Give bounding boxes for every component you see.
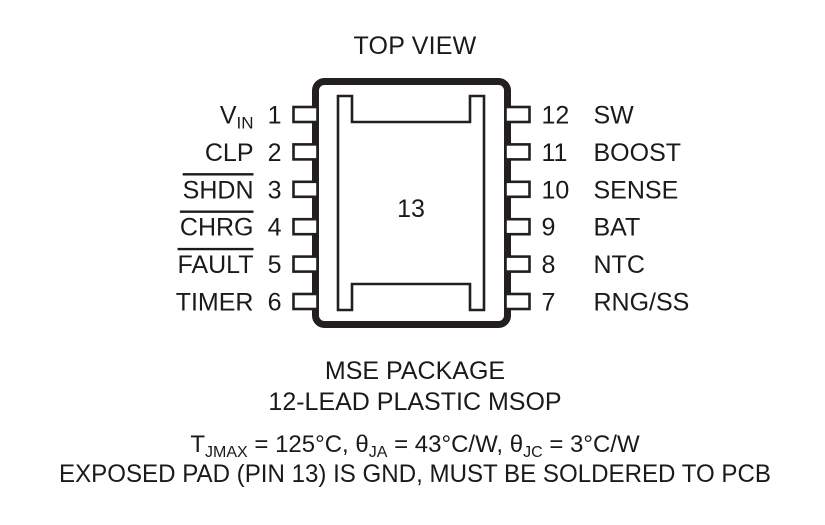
pin-label-9: BAT bbox=[594, 214, 641, 242]
pin-label-8: NTC bbox=[594, 251, 645, 279]
pin-lead-8 bbox=[504, 255, 531, 273]
pin-label-5: FAULT bbox=[178, 251, 254, 279]
pin-label-7: RNG/SS bbox=[594, 289, 690, 317]
pin-number-9: 9 bbox=[542, 214, 556, 242]
package-name: MSE PACKAGE bbox=[325, 357, 505, 385]
tjmax-value: = 125°C, bbox=[248, 431, 356, 458]
pin-number-10: 10 bbox=[542, 176, 570, 204]
figure-title: TOP VIEW bbox=[354, 32, 477, 60]
pin-lead-1 bbox=[292, 105, 319, 124]
pin-number-6: 6 bbox=[268, 289, 282, 317]
exposed-pad-number: 13 bbox=[397, 195, 425, 223]
pin-number-7: 7 bbox=[542, 289, 556, 317]
pin-label-10: SENSE bbox=[594, 176, 679, 204]
pin-lead-2 bbox=[292, 143, 319, 161]
pin-number-2: 2 bbox=[268, 139, 282, 167]
theta-jc-value: = 3°C/W bbox=[543, 431, 640, 458]
theta-ja-value: = 43°C/W, bbox=[387, 431, 509, 458]
pin-label-11: BOOST bbox=[594, 139, 682, 167]
pin-lead-6 bbox=[292, 292, 319, 311]
pin-lead-4 bbox=[292, 217, 319, 236]
pin-lead-12 bbox=[504, 105, 531, 124]
pin-lead-9 bbox=[504, 217, 531, 236]
pin-lead-3 bbox=[292, 180, 319, 199]
theta-ja-symbol: θ bbox=[355, 431, 368, 458]
pin-number-8: 8 bbox=[542, 251, 556, 279]
theta-jc-symbol: θ bbox=[510, 431, 523, 458]
pin-number-5: 5 bbox=[268, 251, 282, 279]
pin-label-3: SHDN bbox=[183, 176, 254, 204]
thermal-spec-line: TJMAX = 125°C, θJA = 43°C/W, θJC = 3°C/W bbox=[190, 431, 640, 461]
pin-label-6: TIMER bbox=[176, 289, 254, 317]
pin-label-2: CLP bbox=[205, 139, 254, 167]
theta-jc-subscript: JC bbox=[523, 444, 543, 461]
package-description: 12-LEAD PLASTIC MSOP bbox=[268, 388, 561, 416]
tjmax-subscript: JMAX bbox=[205, 444, 248, 461]
pin-number-4: 4 bbox=[268, 214, 282, 242]
pin-label-1: VIN bbox=[220, 102, 254, 133]
left-pins-group: 1 VIN 2 CLP 3 SHDN 4 CHRG 5 FAULT 6 TIMER bbox=[176, 102, 319, 317]
exposed-pad-outline bbox=[336, 94, 486, 312]
pin-lead-10 bbox=[504, 180, 531, 199]
theta-ja-subscript: JA bbox=[369, 444, 388, 461]
pin-lead-5 bbox=[292, 255, 319, 273]
tjmax-symbol: T bbox=[190, 431, 205, 458]
pin-number-3: 3 bbox=[268, 176, 282, 204]
pin-lead-7 bbox=[504, 292, 531, 311]
pin-number-11: 11 bbox=[542, 139, 568, 167]
pin-number-1: 1 bbox=[268, 102, 282, 130]
pin-label-12: SW bbox=[594, 102, 635, 130]
pin-number-12: 12 bbox=[542, 102, 570, 130]
exposed-pad-note: EXPOSED PAD (PIN 13) IS GND, MUST BE SOL… bbox=[59, 460, 771, 488]
pin-lead-11 bbox=[504, 143, 531, 161]
right-pins-group: 12 SW 11 BOOST 10 SENSE 9 BAT 8 NTC 7 RNG/SS bbox=[504, 102, 690, 317]
package-body-outline bbox=[312, 78, 511, 328]
pin-label-4: CHRG bbox=[180, 214, 254, 242]
